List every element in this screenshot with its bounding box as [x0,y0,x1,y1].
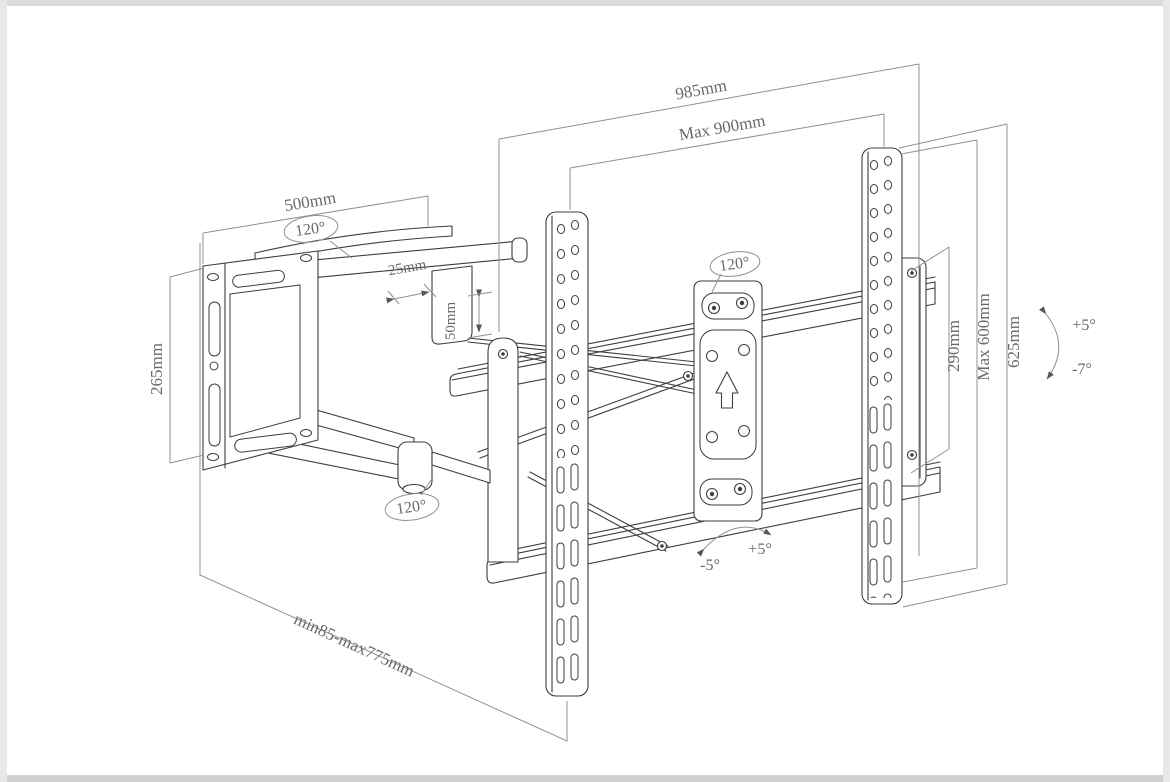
swivel-top-label: 120° [294,219,326,240]
tilt-arrow-icon [1039,306,1060,380]
pan-left-label: -5° [700,557,720,574]
swivel-bottom-label: 120° [395,497,427,518]
right-rail [861,147,903,605]
dim-rail-height-label: 625mm [1004,316,1023,368]
pan-arrow-icon [696,526,772,557]
rotation-arc-center-icon [709,251,761,293]
dim-wall-plate-height-label: 265mm [147,343,166,395]
left-rail [545,211,589,697]
arm-post [487,337,519,563]
vesa-plate [693,280,763,522]
swivel-center-label: 120° [718,254,750,275]
pan-right-label: +5° [748,541,771,558]
up-arrow-icon [715,371,739,409]
rotation-arc-bottom-icon [384,476,440,521]
dim-max-height-label: Max 600mm [974,293,993,380]
rotation-arc-top-icon [283,215,353,259]
dimension-lines [169,63,1060,742]
wall-plate [202,250,319,471]
tilt-up-label: +5° [1072,317,1095,334]
dim-arm-drop-label: 50mm [443,302,459,341]
tilt-down-label: -7° [1072,361,1092,378]
dim-arm-step-label: 25mm [387,257,428,279]
dim-bracket-height-label: 290mm [944,320,963,372]
